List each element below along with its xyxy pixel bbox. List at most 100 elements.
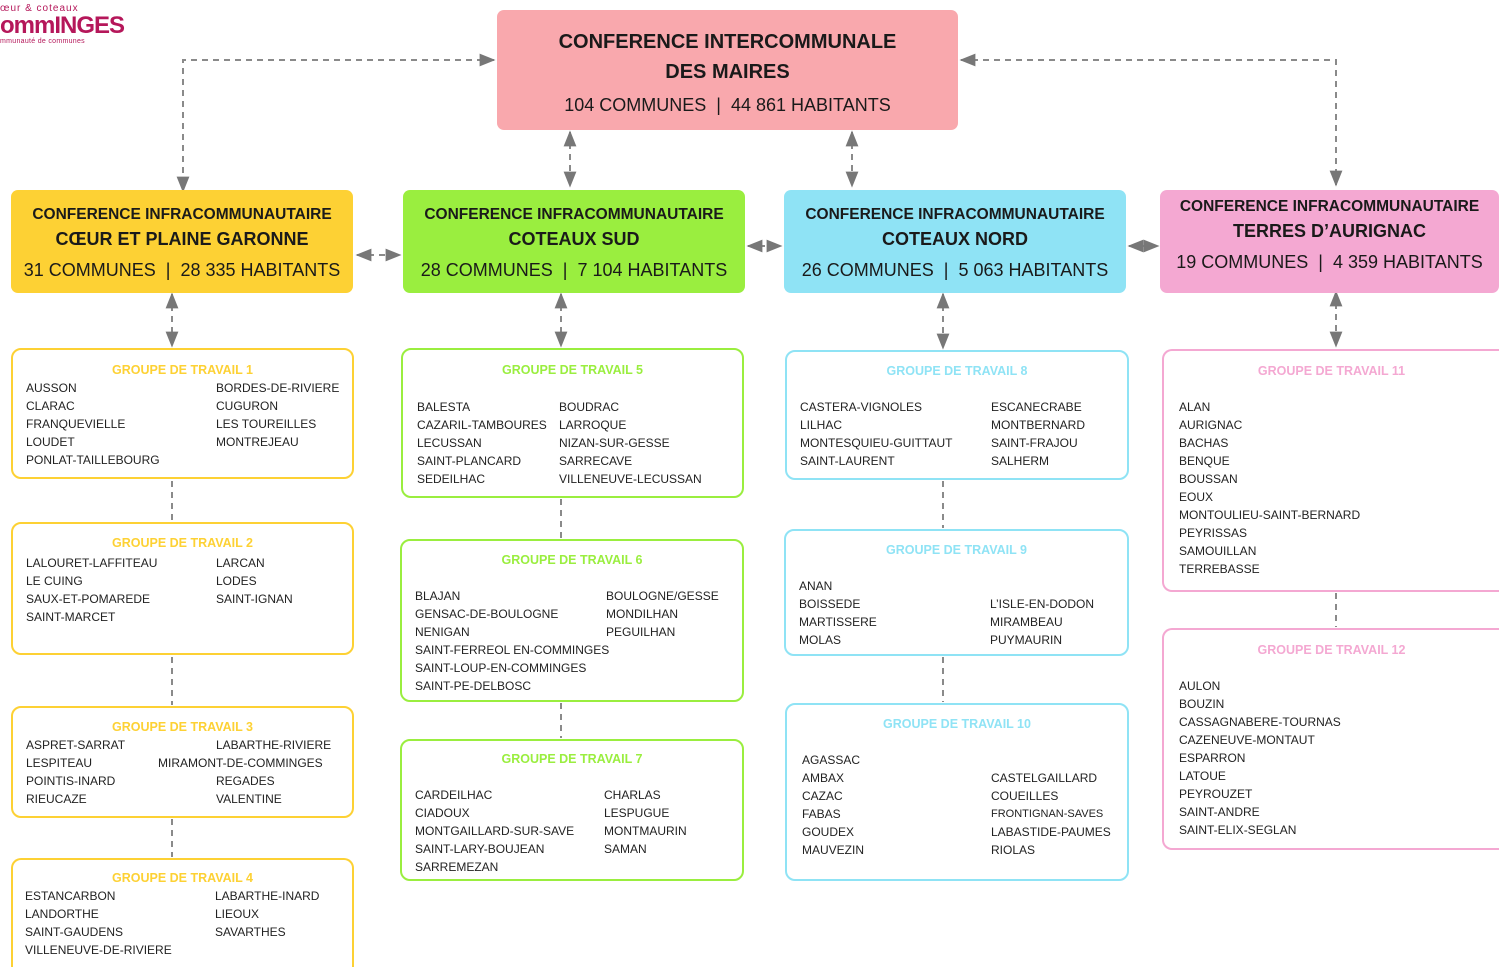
conference-stats: 26 COMMUNES|5 063 HABITANTS	[784, 260, 1126, 281]
commune-name: AGASSAC	[802, 753, 861, 767]
commune-name: PUYMAURIN	[990, 633, 1063, 647]
main-conference-box: CONFERENCE INTERCOMMUNALE DES MAIRES 104…	[497, 10, 958, 130]
commune-name: FRONTIGNAN-SAVES	[991, 808, 1104, 820]
group-left-column: ASPRET-SARRAT LESPITEAU POINTIS-INARD RI…	[26, 736, 125, 808]
commune-name: LANDORTHE	[25, 907, 99, 921]
commune-name: MONDILHAN	[606, 607, 679, 621]
logo: œur & coteaux ommINGES mmunauté de commu…	[0, 3, 125, 46]
group-right-column: BORDES-DE-RIVIERE CUGURON LES TOUREILLES…	[216, 379, 339, 451]
conference-title-line-2: TERRES D’AURIGNAC	[1232, 221, 1426, 241]
commune-name: LODES	[216, 574, 257, 588]
commune-name: VALENTINE	[216, 792, 282, 806]
commune-name: CHARLAS	[604, 788, 661, 802]
commune-name: CUGURON	[216, 399, 278, 413]
logo-line-2: ommINGES	[0, 12, 125, 39]
group-left-column: AGASSAC AMBAX CAZAC FABAS GOUDEX MAUVEZI…	[802, 751, 864, 859]
commune-name: AMBAX	[802, 771, 845, 785]
group-title: GROUPE DE TRAVAIL 9	[886, 543, 1027, 557]
commune-name: PONLAT-TAILLEBOURG	[26, 453, 160, 467]
commune-name: ANAN	[799, 579, 833, 593]
commune-name: BORDES-DE-RIVIERE	[216, 381, 340, 395]
logo-line-3: mmunauté de communes	[0, 38, 85, 45]
group-title: GROUPE DE TRAVAIL 12	[1257, 643, 1406, 657]
conference-separator: |	[1318, 252, 1323, 272]
commune-name: MONTBERNARD	[991, 418, 1086, 432]
commune-name: ESTANCARBON	[25, 889, 116, 903]
conference-communes: 31 COMMUNES	[23, 260, 156, 280]
commune-name: FABAS	[802, 807, 841, 821]
conference-habitants: 7 104 HABITANTS	[577, 260, 728, 280]
group-title: GROUPE DE TRAVAIL 8	[886, 364, 1028, 378]
commune-name: CAZARIL-TAMBOURES	[417, 418, 547, 432]
working-group-8: GROUPE DE TRAVAIL 8 CASTERA-VIGNOLES LIL…	[785, 350, 1129, 480]
conference-title-line-1: CONFERENCE INFRACOMMUNAUTAIRE	[805, 206, 1105, 223]
group-left-column: CASTERA-VIGNOLES LILHAC MONTESQUIEU-GUIT…	[800, 398, 952, 470]
group-left-column: BALESTA CAZARIL-TAMBOURES LECUSSAN SAINT…	[417, 398, 547, 488]
working-group-12: GROUPE DE TRAVAIL 12 AULON BOUZIN CASSAG…	[1162, 628, 1499, 850]
commune-name: LABASTIDE-PAUMES	[991, 825, 1111, 839]
commune-name: LATOUE	[1179, 769, 1226, 783]
commune-name: LALOURET-LAFFITEAU	[26, 556, 158, 570]
main-stats: 104 COMMUNES|44 861 HABITANTS	[497, 95, 958, 116]
working-group-6: GROUPE DE TRAVAIL 6 BLAJAN GENSAC-DE-BOU…	[400, 539, 744, 702]
group-right-column: LABARTHE-INARD LIEOUX SAVARTHES	[215, 887, 319, 941]
conference-box-2: CONFERENCE INFRACOMMUNAUTAIRE COTEAUX SU…	[403, 190, 745, 293]
group-left-column: AULON BOUZIN CASSAGNABERE-TOURNAS CAZENE…	[1179, 677, 1341, 839]
working-group-3: GROUPE DE TRAVAIL 3 ASPRET-SARRAT LESPIT…	[11, 706, 354, 818]
commune-name: MIRAMBEAU	[990, 615, 1063, 629]
commune-name: SAMOUILLAN	[1179, 544, 1257, 558]
commune-name: SAINT-FRAJOU	[991, 436, 1078, 450]
commune-name: AURIGNAC	[1179, 418, 1243, 432]
group-title: GROUPE DE TRAVAIL 4	[112, 871, 253, 885]
commune-name: CAZENEUVE-MONTAUT	[1179, 733, 1315, 747]
conference-title-line-1: CONFERENCE INFRACOMMUNAUTAIRE	[424, 206, 724, 223]
commune-name: BOUSSAN	[1179, 472, 1238, 486]
commune-name: TERREBASSE	[1179, 562, 1260, 576]
commune-name: MAUVEZIN	[802, 843, 865, 857]
conference-communes: 28 COMMUNES	[420, 260, 553, 280]
conference-title-line-2: COTEAUX SUD	[508, 229, 640, 249]
group-left-column: ANAN BOISSEDE MARTISSERE MOLAS	[799, 577, 877, 649]
commune-name: CAZAC	[802, 789, 843, 803]
commune-name: ALAN	[1179, 400, 1211, 414]
conference-title-line-2: CŒUR ET PLAINE GARONNE	[55, 229, 309, 249]
main-habitants: 44 861 HABITANTS	[730, 95, 891, 115]
conference-box-3: CONFERENCE INFRACOMMUNAUTAIRE COTEAUX NO…	[784, 190, 1126, 293]
commune-name: SAMAN	[604, 842, 647, 856]
commune-name: SAINT-PE-DELBOSC	[415, 679, 532, 693]
commune-name: LABARTHE-RIVIERE	[216, 738, 332, 752]
group-title: GROUPE DE TRAVAIL 3	[112, 720, 253, 734]
commune-name: LESPITEAU	[26, 756, 93, 770]
working-group-1: GROUPE DE TRAVAIL 1 AUSSON CLARAC FRANQU…	[11, 348, 354, 479]
conference-box-4: CONFERENCE INFRACOMMUNAUTAIRE TERRES D’A…	[1160, 190, 1499, 293]
working-group-5: GROUPE DE TRAVAIL 5 BALESTA CAZARIL-TAMB…	[401, 348, 744, 498]
commune-name: L’ISLE-EN-DODON	[990, 597, 1095, 611]
commune-name: LABARTHE-INARD	[215, 889, 320, 903]
conference-title-line-1: CONFERENCE INFRACOMMUNAUTAIRE	[1179, 198, 1480, 215]
commune-name: MONTREJEAU	[216, 435, 299, 449]
main-communes: 104 COMMUNES	[564, 95, 707, 115]
commune-name	[991, 751, 1111, 769]
commune-name: AUSSON	[26, 381, 77, 395]
group-right-column: LABARTHE-RIVIERE MIRAMONT-DE-COMMINGES R…	[158, 736, 338, 808]
group-right-column: ESCANECRABE MONTBERNARD SAINT-FRAJOU SAL…	[991, 398, 1085, 470]
working-group-10: GROUPE DE TRAVAIL 10 AGASSAC AMBAX CAZAC…	[785, 703, 1129, 881]
commune-name: SAINT-IGNAN	[216, 592, 293, 606]
commune-name: LECUSSAN	[417, 436, 482, 450]
logo-line-1: œur & coteaux	[0, 3, 79, 14]
main-title-line-2: DES MAIRES	[665, 61, 790, 83]
commune-name: PEYROUZET	[1179, 787, 1253, 801]
commune-name: POINTIS-INARD	[26, 774, 116, 788]
commune-name: SAUX-ET-POMAREDE	[26, 592, 151, 606]
commune-name: COUEILLES	[991, 789, 1059, 803]
commune-name: BOULOGNE/GESSE	[606, 589, 719, 603]
commune-name: GOUDEX	[802, 825, 855, 839]
group-title: GROUPE DE TRAVAIL 2	[112, 536, 253, 550]
commune-name: BENQUE	[1179, 454, 1230, 468]
connector-main-to-conf-4	[959, 53, 1343, 187]
working-group-9: GROUPE DE TRAVAIL 9 ANAN BOISSEDE MARTIS…	[784, 529, 1129, 656]
commune-name: ESPARRON	[1179, 751, 1246, 765]
commune-name: BLAJAN	[415, 589, 461, 603]
working-group-7: GROUPE DE TRAVAIL 7 CARDEILHAC CIADOUX M…	[400, 739, 744, 881]
